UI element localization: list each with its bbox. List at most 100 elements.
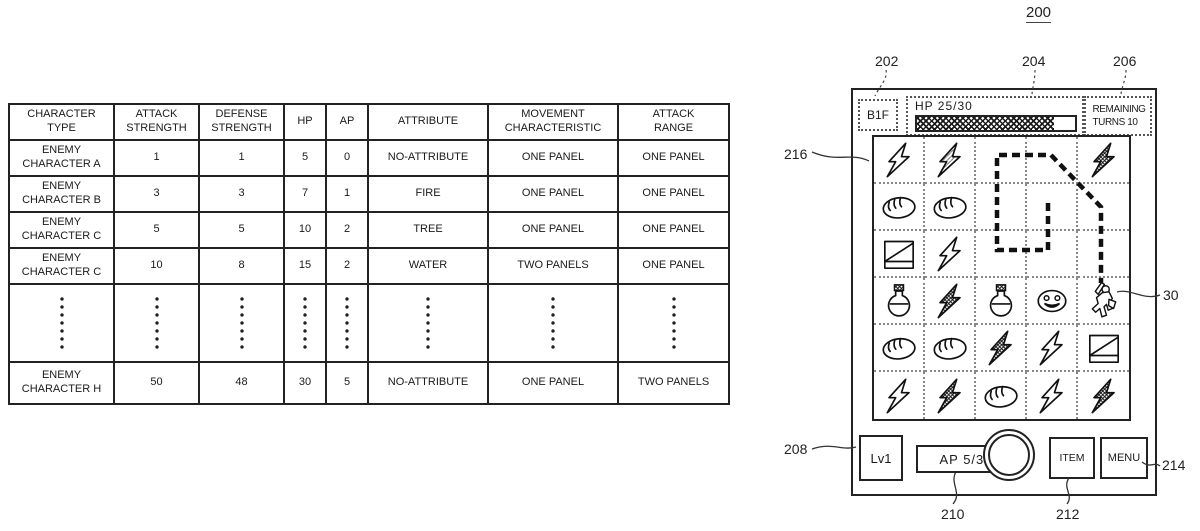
table-cell: NO-ATTRIBUTE	[367, 139, 489, 177]
table-cell: ENEMY CHARACTER C	[8, 247, 115, 285]
hp-gauge: HP 25/30	[906, 96, 1084, 136]
table-cell: 2	[325, 211, 369, 249]
grid-cell-bolt-hatch	[925, 372, 976, 419]
vertical-ellipsis	[345, 295, 349, 351]
grid-cell-bolt-hatch	[976, 325, 1027, 372]
table-cell: 50	[113, 361, 200, 405]
grid-cell-empty	[976, 184, 1027, 231]
table-cell: WATER	[367, 247, 489, 285]
vertical-ellipsis	[426, 295, 430, 351]
column-header: MOVEMENT CHARACTERISTIC	[487, 103, 619, 141]
grid-cell-bolt-hatch	[925, 278, 976, 325]
grid-cell-empty	[1027, 137, 1078, 184]
grid-cell-hero	[1078, 278, 1129, 325]
vertical-ellipsis	[671, 295, 676, 351]
grid-cell-bolt	[1027, 372, 1078, 419]
lightning-icon	[1039, 330, 1063, 365]
grid-cell-panel	[1078, 325, 1129, 372]
table-cell: 0	[325, 139, 369, 177]
lightning-icon	[937, 236, 961, 271]
vertical-ellipsis	[59, 295, 64, 351]
bread-icon	[881, 337, 916, 360]
hp-bar	[915, 115, 1077, 132]
table-cell: 5	[283, 139, 327, 177]
column-header: HP	[283, 103, 327, 141]
table-cell: ENEMY CHARACTER C	[8, 211, 115, 249]
table-cell: 3	[198, 175, 285, 213]
smiley-face-icon	[1036, 289, 1067, 312]
ref-200-figure: 200	[1026, 4, 1052, 23]
vertical-ellipsis	[551, 295, 555, 351]
level-indicator: Lv1	[859, 435, 903, 481]
column-header: AP	[325, 103, 369, 141]
enemy-character-icon	[1091, 281, 1116, 318]
table-cell-ellipsis	[283, 283, 327, 363]
vertical-ellipsis	[154, 295, 159, 351]
level-label: Lv1	[870, 450, 892, 466]
grid-cell-bolt-hatch	[1078, 137, 1129, 184]
grid-cell-bread	[874, 184, 925, 231]
table-cell-ellipsis	[617, 283, 730, 363]
grid-cell-bread	[874, 325, 925, 372]
ref-204-hp: 204	[1022, 53, 1046, 69]
ref-208-level: 208	[784, 441, 808, 457]
lightning-striped-icon	[937, 142, 961, 178]
table-cell: NO-ATTRIBUTE	[367, 361, 489, 405]
potion-icon	[989, 283, 1012, 317]
grid-cell-bolt	[1027, 325, 1078, 372]
grid-cell-bolt	[925, 231, 976, 278]
table-cell: 1	[325, 175, 369, 213]
table-cell: 1	[113, 139, 200, 177]
column-header: ATTACK RANGE	[617, 103, 730, 141]
table-cell: ONE PANEL	[617, 139, 730, 177]
bread-icon	[881, 196, 916, 219]
leader-208	[811, 445, 857, 450]
lightning-hatched-icon	[1091, 378, 1115, 413]
grid-cell-bolt	[874, 137, 925, 184]
grid-cell-empty	[1027, 184, 1078, 231]
table-cell-ellipsis	[487, 283, 619, 363]
grid-cell-potion	[874, 278, 925, 325]
table-cell: ONE PANEL	[487, 139, 619, 177]
table-cell-ellipsis	[198, 283, 285, 363]
lightning-hatched-icon	[937, 378, 961, 413]
table-cell: TREE	[367, 211, 489, 249]
grid-cell-empty	[976, 231, 1027, 278]
table-cell: 48	[198, 361, 285, 405]
lightning-hatched-icon	[988, 330, 1012, 365]
table-cell-ellipsis	[8, 283, 115, 363]
ref-30-enemy: 30	[1163, 287, 1179, 303]
item-button-label: ITEM	[1059, 452, 1085, 464]
table-cell: 2	[325, 247, 369, 285]
table-cell: TWO PANELS	[487, 247, 619, 285]
lightning-icon	[886, 378, 910, 413]
action-button	[983, 429, 1035, 481]
remaining-turns-label: REMAINING TURNS 10	[1092, 103, 1146, 129]
ref-202-floor: 202	[875, 53, 899, 69]
table-cell: 7	[283, 175, 327, 213]
table-cell: 5	[198, 211, 285, 249]
grid-cell-bread	[925, 184, 976, 231]
grid-cell-smiley	[1027, 278, 1078, 325]
table-row	[8, 283, 730, 363]
game-screen-frame: B1F HP 25/30 REMAINING TURNS 10 Lv1 AP 5…	[851, 88, 1157, 496]
table-cell: 3	[113, 175, 200, 213]
table-cell: FIRE	[367, 175, 489, 213]
table-cell: ENEMY CHARACTER H	[8, 361, 115, 405]
item-button: ITEM	[1049, 437, 1095, 479]
lightning-hatched-icon	[937, 283, 961, 318]
ref-210-ap: 210	[941, 506, 965, 522]
bread-icon	[932, 196, 967, 219]
table-cell: ONE PANEL	[617, 175, 730, 213]
action-button-inner	[988, 434, 1030, 476]
potion-icon	[887, 283, 910, 317]
table-cell: 10	[283, 211, 327, 249]
table-cell: ONE PANEL	[487, 175, 619, 213]
hp-label: HP 25/30	[915, 99, 973, 113]
column-header: ATTACK STRENGTH	[113, 103, 200, 141]
